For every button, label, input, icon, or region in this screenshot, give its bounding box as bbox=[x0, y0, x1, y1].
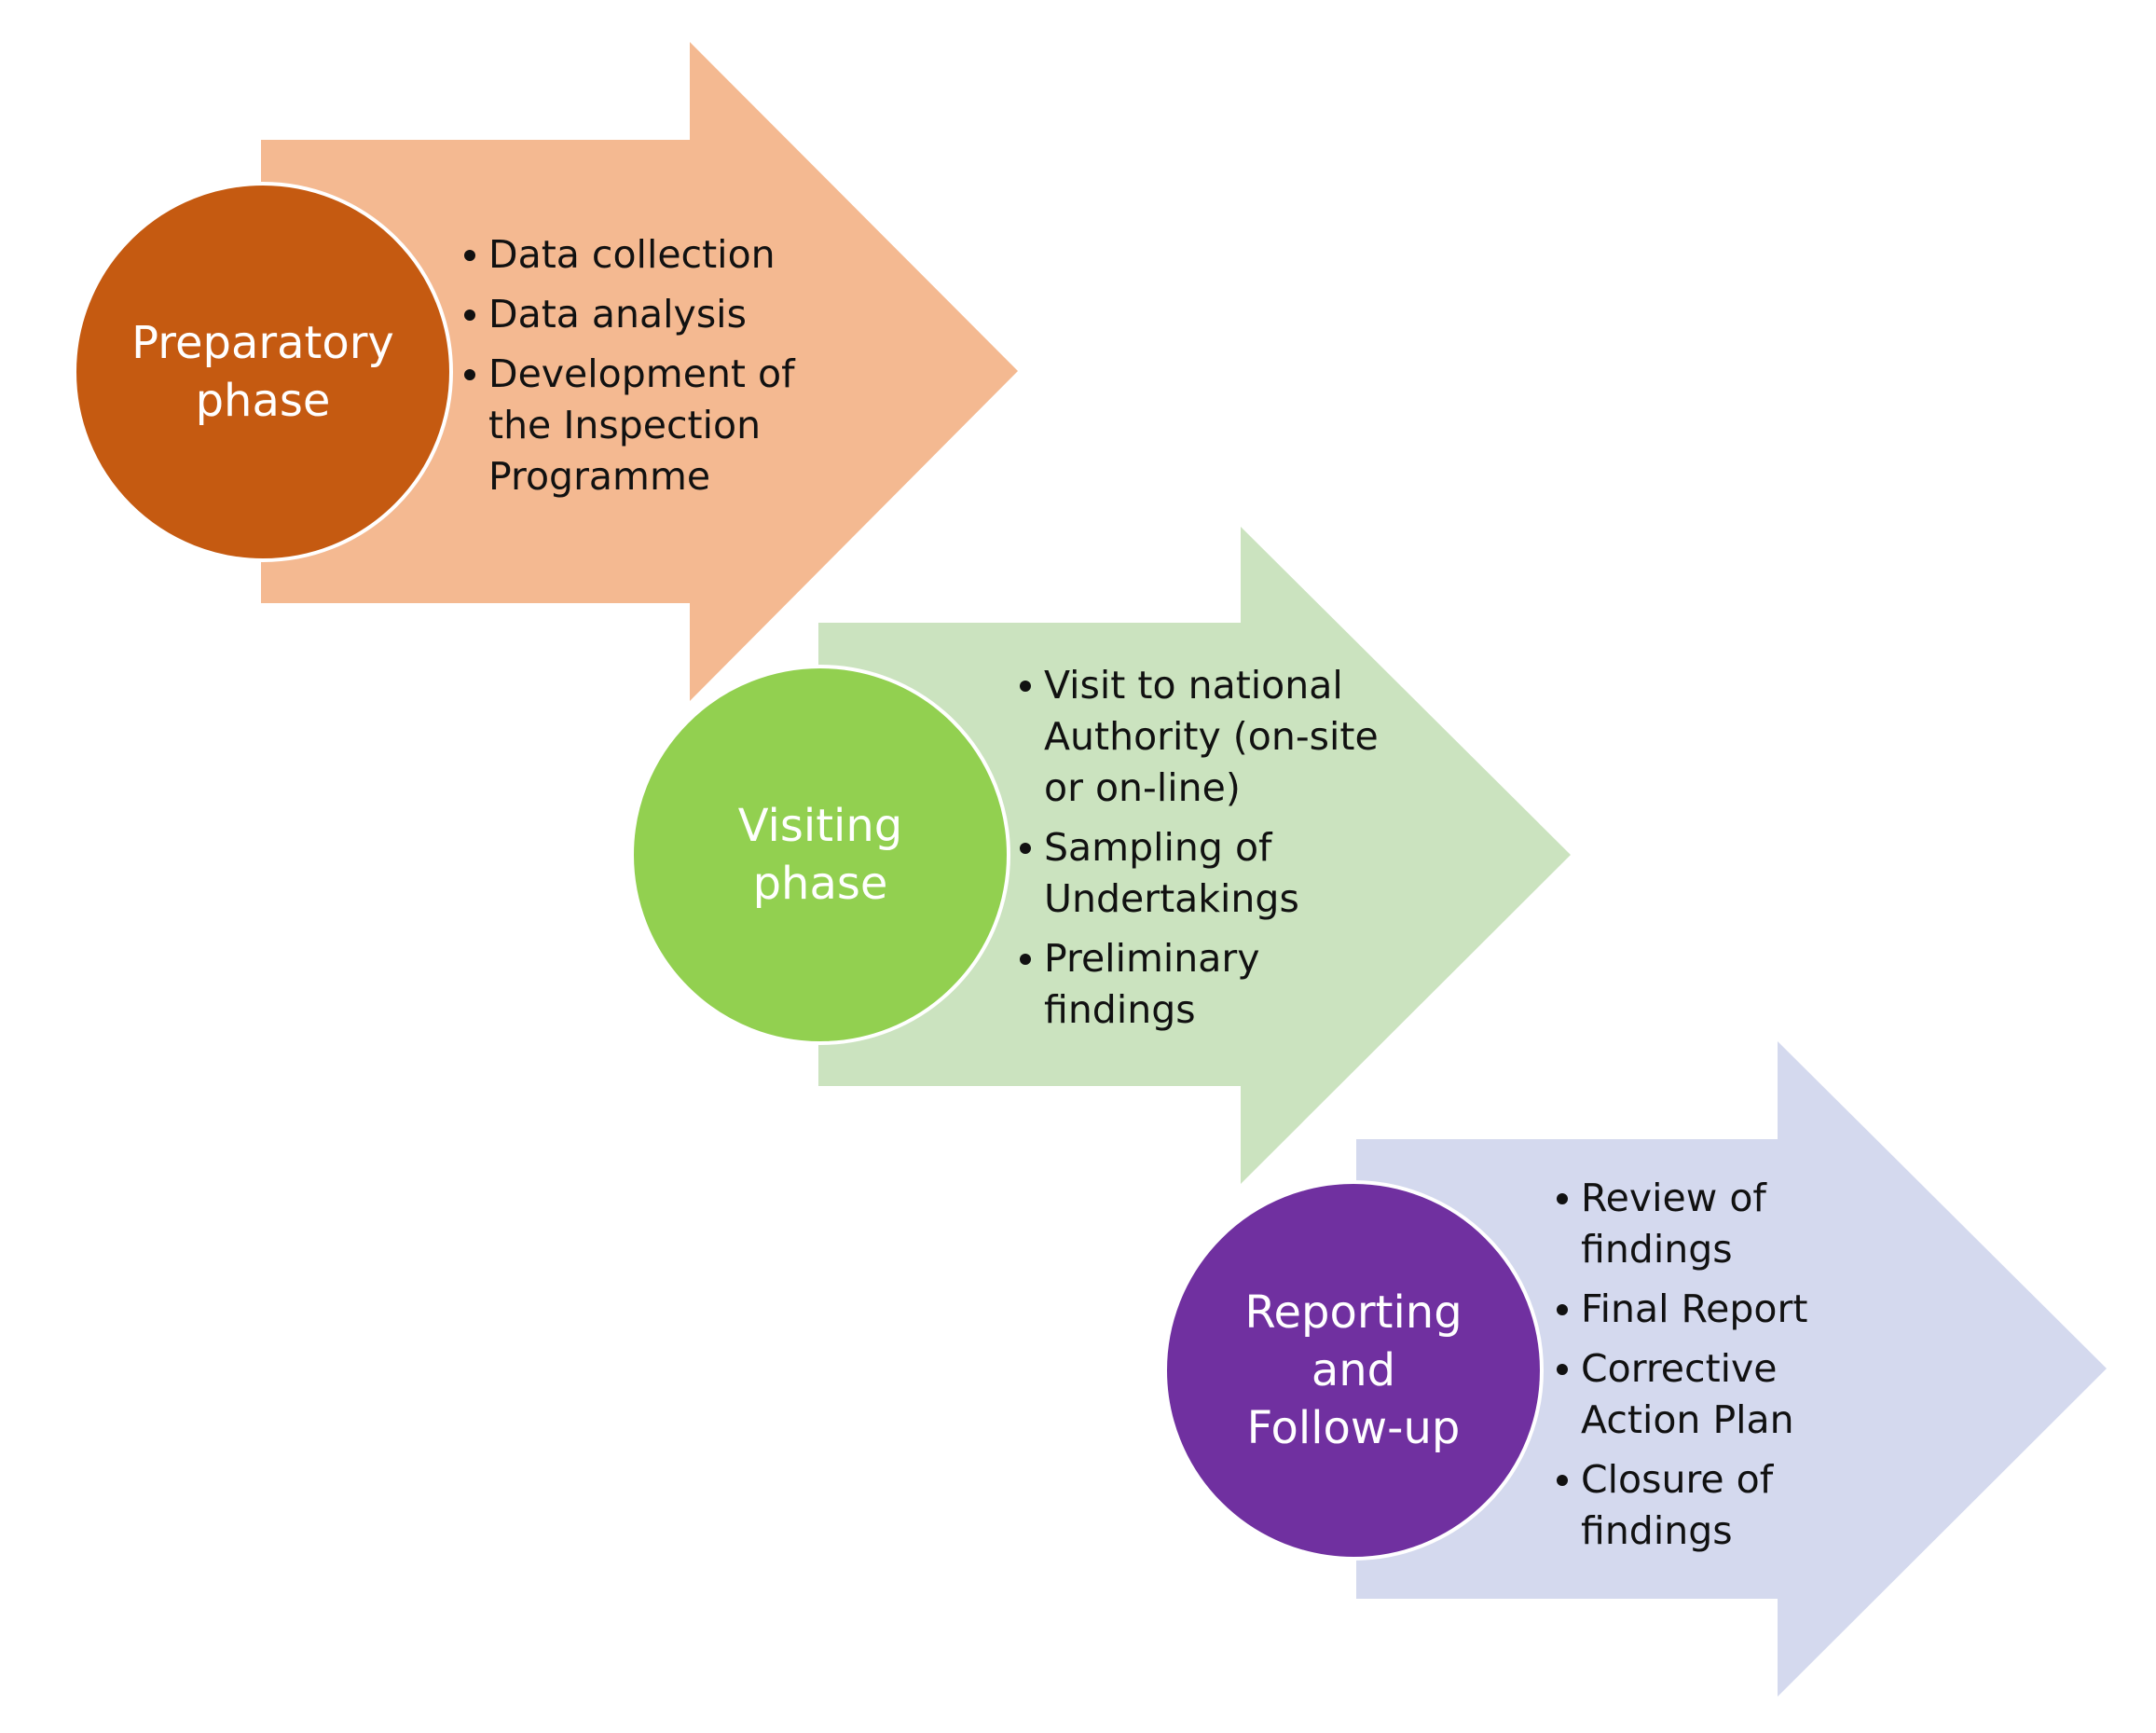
visiting-phase-title: Visiting phase bbox=[737, 800, 903, 910]
list-item: Corrective Action Plan bbox=[1555, 1343, 1872, 1446]
reporting-phase-circle: Reporting and Follow-up bbox=[1163, 1180, 1544, 1561]
preparatory-phase-title: Preparatory phase bbox=[131, 317, 394, 427]
list-item: Closure of findings bbox=[1555, 1454, 1872, 1557]
list-item: Visit to national Authority (on-site or … bbox=[1018, 660, 1391, 814]
visiting-phase-circle: Visiting phase bbox=[630, 665, 1010, 1045]
list-item: Final Report bbox=[1555, 1284, 1872, 1335]
visiting-phase-list: Visit to national Authority (on-site or … bbox=[1018, 660, 1391, 1044]
reporting-phase-list: Review of findings Final Report Correcti… bbox=[1555, 1173, 1872, 1565]
list-item: Development of the Inspection Programme bbox=[462, 349, 835, 502]
preparatory-phase-list: Data collection Data analysis Developmen… bbox=[462, 229, 835, 511]
list-item: Data analysis bbox=[462, 289, 835, 340]
preparatory-phase-circle: Preparatory phase bbox=[73, 182, 453, 562]
reporting-phase-title: Reporting and Follow-up bbox=[1244, 1286, 1463, 1454]
list-item: Preliminary findings bbox=[1018, 933, 1391, 1036]
list-item: Data collection bbox=[462, 229, 835, 281]
list-item: Review of findings bbox=[1555, 1173, 1872, 1275]
list-item: Sampling of Undertakings bbox=[1018, 822, 1391, 925]
